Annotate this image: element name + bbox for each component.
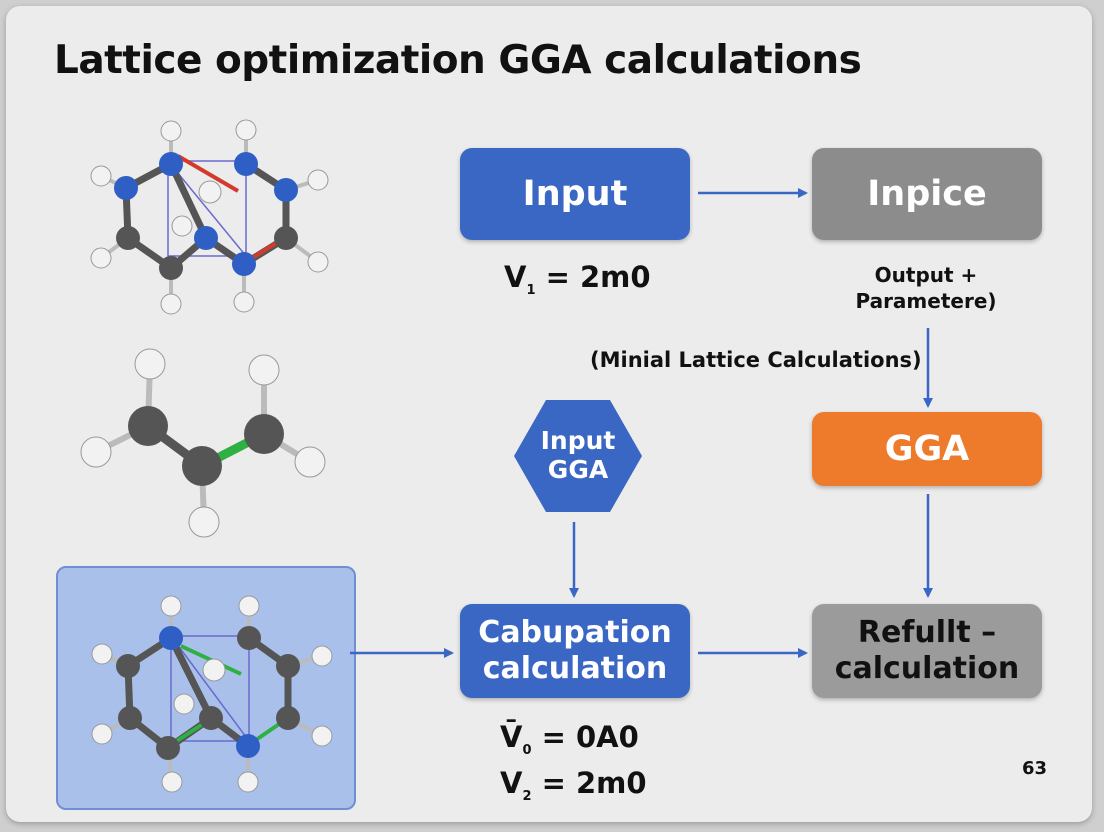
inpice-box: Inpice xyxy=(812,148,1042,240)
gga-box: GGA xyxy=(812,412,1042,486)
output-parameters-label: Output + Parametere) xyxy=(855,263,997,313)
cabupation-box-line2: calculation xyxy=(482,651,668,686)
molecule-highlight-panel xyxy=(56,566,356,810)
refullt-box: Refullt – calculation xyxy=(812,604,1042,698)
page-number: 63 xyxy=(1022,758,1048,779)
page-title: Lattice optimization GGA calculations xyxy=(54,38,862,83)
input-box-label: Input xyxy=(522,174,628,214)
molecule-icon-top xyxy=(90,119,329,315)
gga-box-label: GGA xyxy=(884,429,970,469)
refullt-box-line2: calculation xyxy=(834,651,1020,686)
molecule-illustrations xyxy=(80,119,933,793)
cabupation-box: Cabupation calculation xyxy=(460,604,690,698)
v2-label: V2 = 2m0 xyxy=(500,766,647,804)
slide: Lattice optimization GGA calculations xyxy=(6,6,1092,822)
inpice-box-label: Inpice xyxy=(867,174,987,214)
v1-label: V1 = 2m0 xyxy=(504,260,651,298)
flow-arrows xyxy=(350,188,933,658)
refullt-box-line1: Refullt – xyxy=(857,615,997,650)
v0-label: V̄0 = 0A0 xyxy=(500,720,639,758)
minimal-lattice-label: (Minial Lattice Calculations) xyxy=(590,348,922,372)
input-box: Input xyxy=(460,148,690,240)
hexagon-line2: GGA xyxy=(547,455,609,484)
molecule-icon-middle xyxy=(80,348,326,538)
cabupation-box-line1: Cabupation xyxy=(478,615,672,650)
hexagon-line1: Input xyxy=(540,426,616,456)
molecule-icon-bottom xyxy=(91,595,333,793)
